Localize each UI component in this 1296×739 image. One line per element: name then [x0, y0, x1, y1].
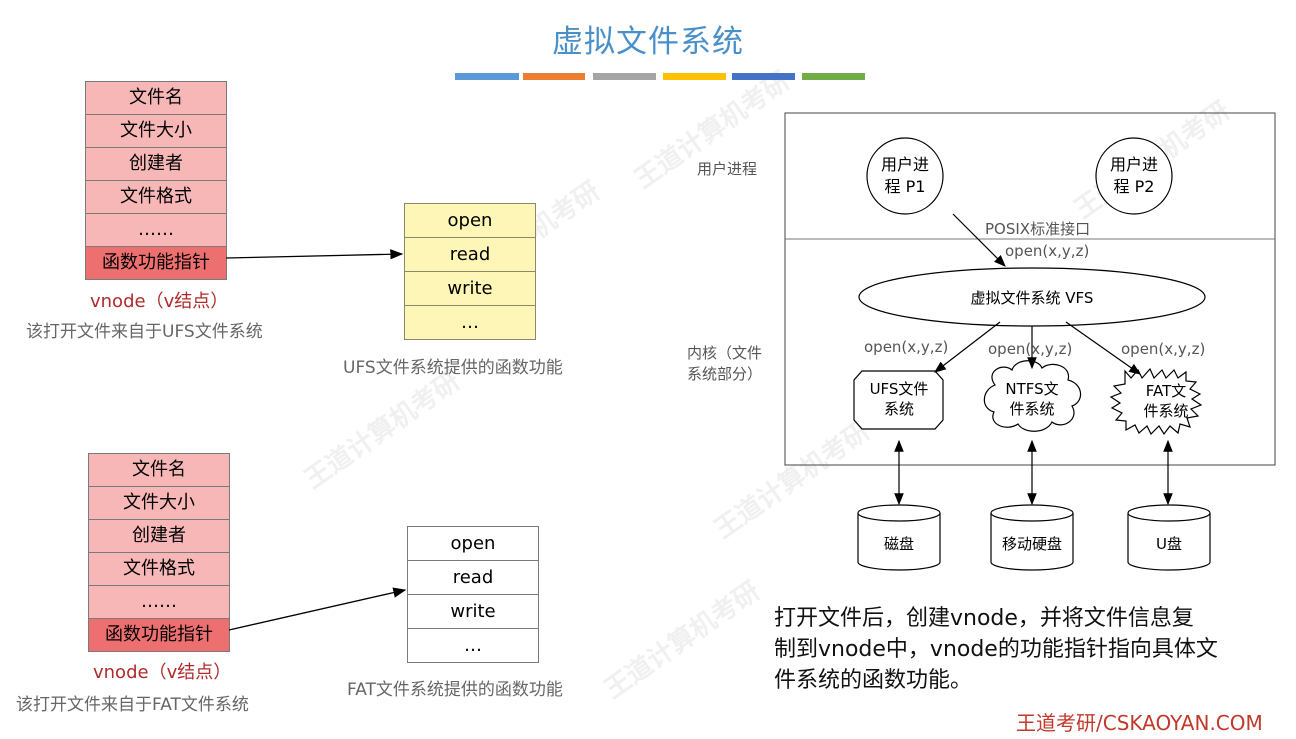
process-p1-circle	[866, 137, 944, 215]
stripe-blue	[455, 73, 519, 80]
kernel-label: 内核（文件 系统部分）	[687, 343, 762, 385]
vnode-field: 创建者	[89, 520, 229, 553]
description-line: 制到vnode中，vnode的功能指针指向具体文	[774, 637, 1218, 662]
stripe-gray	[593, 73, 656, 80]
usb-disk-cylinder	[1127, 504, 1211, 571]
fat-label: FAT文 件系统	[1126, 381, 1206, 421]
ufs-label: UFS文件 系统	[856, 379, 942, 419]
process-p2: 用户进 程 P2	[1096, 154, 1172, 198]
ntfs-label: NTFS文 件系统	[990, 379, 1074, 419]
stripe-orange	[523, 73, 585, 80]
fs-label-line: FAT文	[1145, 382, 1187, 400]
function-row: write	[408, 595, 538, 629]
function-row: write	[405, 272, 535, 306]
disk-label: 磁盘	[883, 535, 914, 553]
kernel-label-line: 内核（文件	[687, 344, 763, 362]
open-call-label: open(x,y,z)	[1005, 242, 1090, 260]
vnode-field: 文件名	[89, 454, 229, 487]
function-row: open	[405, 204, 535, 238]
open-call-label: open(x,y,z)	[1121, 340, 1206, 358]
posix-label: POSIX标准接口	[985, 220, 1091, 238]
arrow-to-fat-functions	[228, 587, 407, 631]
process-p1: 用户进 程 P1	[867, 154, 943, 198]
vnode-label: vnode（v结点）	[93, 662, 232, 683]
ntfs-cloud-shape	[983, 360, 1082, 432]
fs-label-line: 件系统	[1143, 402, 1189, 420]
vnode-field: 文件格式	[89, 553, 229, 586]
stripe-green	[802, 73, 865, 80]
function-row: open	[408, 527, 538, 561]
process-label: 程 P2	[1113, 177, 1155, 196]
vnode-field: 文件名	[86, 82, 226, 115]
arrow-vfs-to-ufs	[934, 321, 1001, 373]
open-call-label: open(x,y,z)	[988, 340, 1073, 358]
function-row: …	[408, 629, 538, 662]
ufs-shape	[853, 370, 944, 430]
footer-brand: 王道考研/CSKAOYAN.COM	[1016, 711, 1263, 735]
disk-cylinder	[857, 504, 941, 571]
fat-burst-shape	[1109, 367, 1203, 436]
vfs-label: 虚拟文件系统 VFS	[970, 289, 1094, 307]
stripe-darkblue	[732, 73, 795, 80]
source-note: 该打开文件来自于UFS文件系统	[26, 322, 263, 342]
kernel-label-line: 系统部分）	[687, 365, 763, 383]
open-call-label: open(x,y,z)	[864, 338, 949, 356]
source-note: 该打开文件来自于FAT文件系统	[16, 695, 249, 715]
fs-label-line: 件系统	[1009, 400, 1055, 418]
function-row: read	[405, 238, 535, 272]
vnode-field: ……	[86, 214, 226, 247]
arrow-p1-to-vfs	[952, 213, 1006, 267]
stripe-yellow	[663, 73, 726, 80]
fs-label-line: 系统	[883, 400, 914, 418]
page-title: 虚拟文件系统	[552, 24, 744, 60]
user-process-label: 用户进程	[697, 160, 758, 178]
vnode-table-ufs: 文件名 文件大小 创建者 文件格式 …… 函数功能指针	[85, 81, 227, 280]
process-p2-circle	[1095, 137, 1173, 215]
function-caption: UFS文件系统提供的函数功能	[343, 358, 563, 378]
process-label: 用户进	[1109, 155, 1158, 174]
arrow-to-ufs-functions	[225, 249, 404, 260]
vnode-field: 文件格式	[86, 181, 226, 214]
function-row: read	[408, 561, 538, 595]
description-text: 打开文件后，创建vnode，并将文件信息复 制到vnode中，vnode的功能指…	[774, 603, 1279, 696]
vnode-field: 文件大小	[86, 115, 226, 148]
arrow-vfs-to-fat	[1065, 321, 1141, 375]
vnode-table-fat: 文件名 文件大小 创建者 文件格式 …… 函数功能指针	[88, 453, 230, 652]
fs-label-line: UFS文件	[869, 380, 929, 398]
fat-function-table: open read write …	[407, 526, 539, 663]
removable-disk-label: 移动硬盘	[1001, 535, 1062, 553]
process-label: 程 P1	[884, 177, 926, 196]
vnode-function-pointer: 函数功能指针	[86, 247, 226, 279]
vnode-label: vnode（v结点）	[90, 291, 229, 312]
usb-disk-label: U盘	[1156, 535, 1182, 553]
ufs-function-table: open read write …	[404, 203, 536, 340]
description-line: 打开文件后，创建vnode，并将文件信息复	[774, 606, 1194, 631]
description-line: 件系统的函数功能。	[774, 668, 973, 693]
function-caption: FAT文件系统提供的函数功能	[347, 680, 563, 700]
vnode-field: 创建者	[86, 148, 226, 181]
function-row: …	[405, 306, 535, 339]
process-label: 用户进	[880, 155, 929, 174]
vnode-function-pointer: 函数功能指针	[89, 619, 229, 651]
removable-disk-cylinder	[990, 504, 1074, 571]
fs-label-line: NTFS文	[1005, 380, 1059, 398]
vnode-field: 文件大小	[89, 487, 229, 520]
vnode-field: ……	[89, 586, 229, 619]
